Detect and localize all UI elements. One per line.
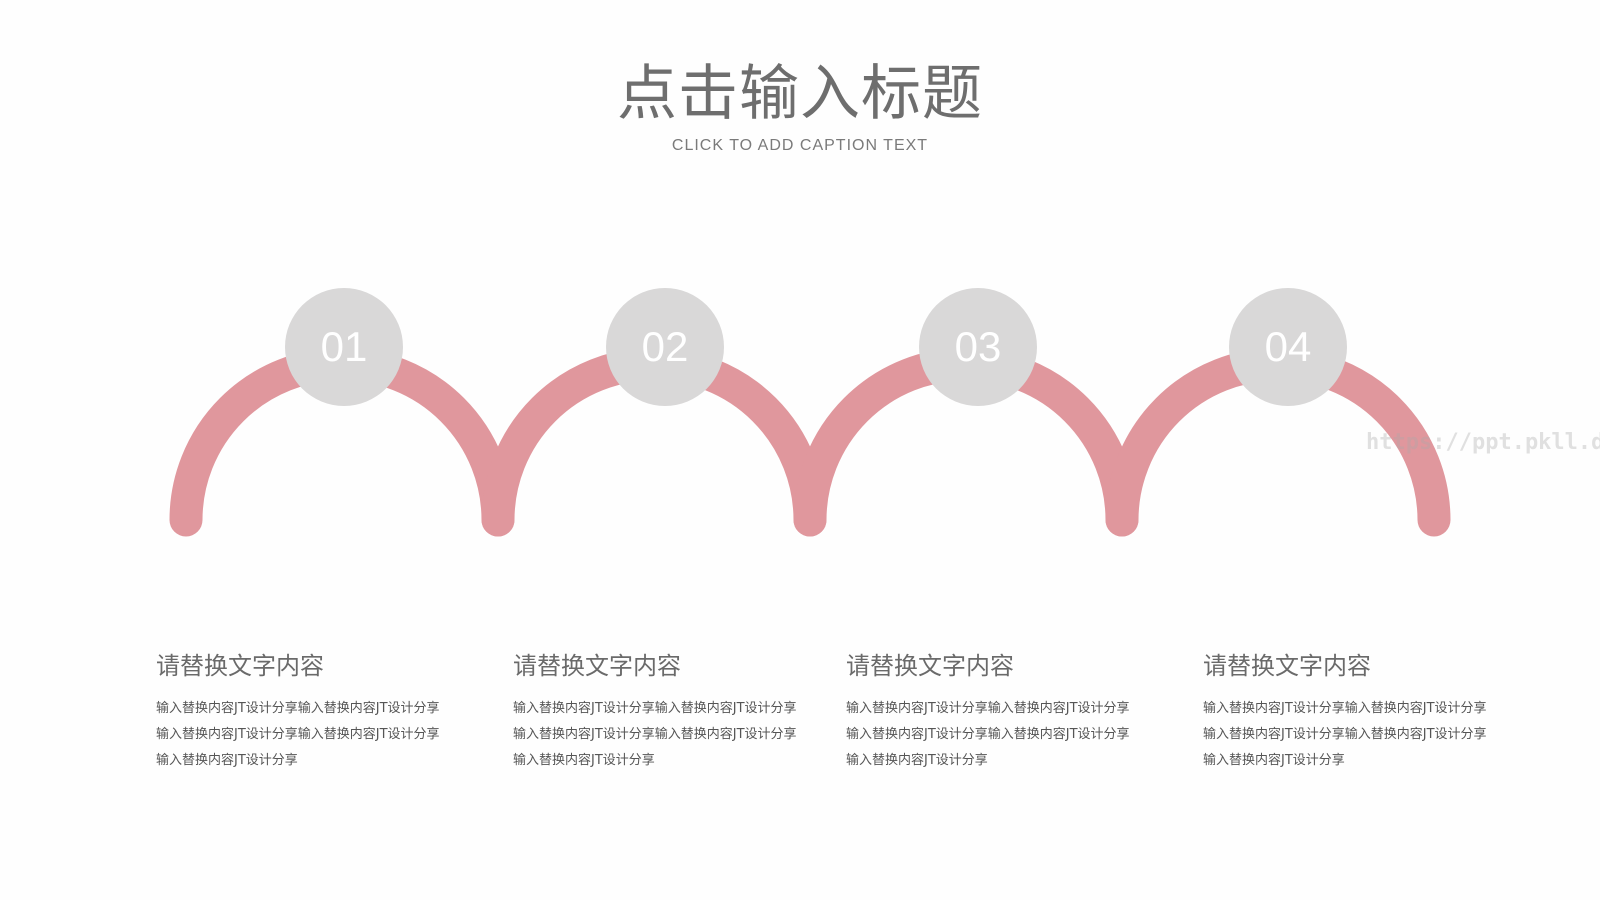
step-1-heading[interactable]: 请替换文字内容: [156, 652, 324, 680]
step-2-number-circle: 02: [606, 288, 724, 406]
step-2-heading[interactable]: 请替换文字内容: [513, 652, 681, 680]
step-3-text-block: 请替换文字内容 输入替换内容JT设计分享输入替换内容JT设计分享输入替换内容JT…: [846, 650, 1141, 774]
step-4-heading[interactable]: 请替换文字内容: [1203, 652, 1371, 680]
page-title[interactable]: 点击输入标题: [617, 59, 983, 129]
step-4-number: 04: [1264, 323, 1312, 370]
step-3-heading[interactable]: 请替换文字内容: [846, 652, 1014, 680]
step-3-number-circle: 03: [919, 288, 1037, 406]
step-3-description[interactable]: 输入替换内容JT设计分享输入替换内容JT设计分享输入替换内容JT设计分享输入替换…: [846, 701, 1130, 768]
step-2-number: 02: [641, 323, 689, 370]
step-4-text-block: 请替换文字内容 输入替换内容JT设计分享输入替换内容JT设计分享输入替换内容JT…: [1203, 650, 1498, 774]
step-4-description[interactable]: 输入替换内容JT设计分享输入替换内容JT设计分享输入替换内容JT设计分享输入替换…: [1203, 701, 1487, 768]
step-2-description[interactable]: 输入替换内容JT设计分享输入替换内容JT设计分享输入替换内容JT设计分享输入替换…: [513, 701, 797, 768]
step-4-number-circle: 04: [1229, 288, 1347, 406]
step-1-text-block: 请替换文字内容 输入替换内容JT设计分享输入替换内容JT设计分享输入替换内容JT…: [156, 650, 451, 774]
step-1-number: 01: [320, 323, 368, 370]
page-subtitle[interactable]: CLICK TO ADD CAPTION TEXT: [671, 137, 929, 154]
step-1-number-circle: 01: [285, 288, 403, 406]
step-1-description[interactable]: 输入替换内容JT设计分享输入替换内容JT设计分享输入替换内容JT设计分享输入替换…: [156, 701, 440, 768]
step-3-number: 03: [954, 323, 1002, 370]
step-2-text-block: 请替换文字内容 输入替换内容JT设计分享输入替换内容JT设计分享输入替换内容JT…: [513, 650, 808, 774]
watermark: https://ppt.pkll.de: [1366, 430, 1600, 455]
